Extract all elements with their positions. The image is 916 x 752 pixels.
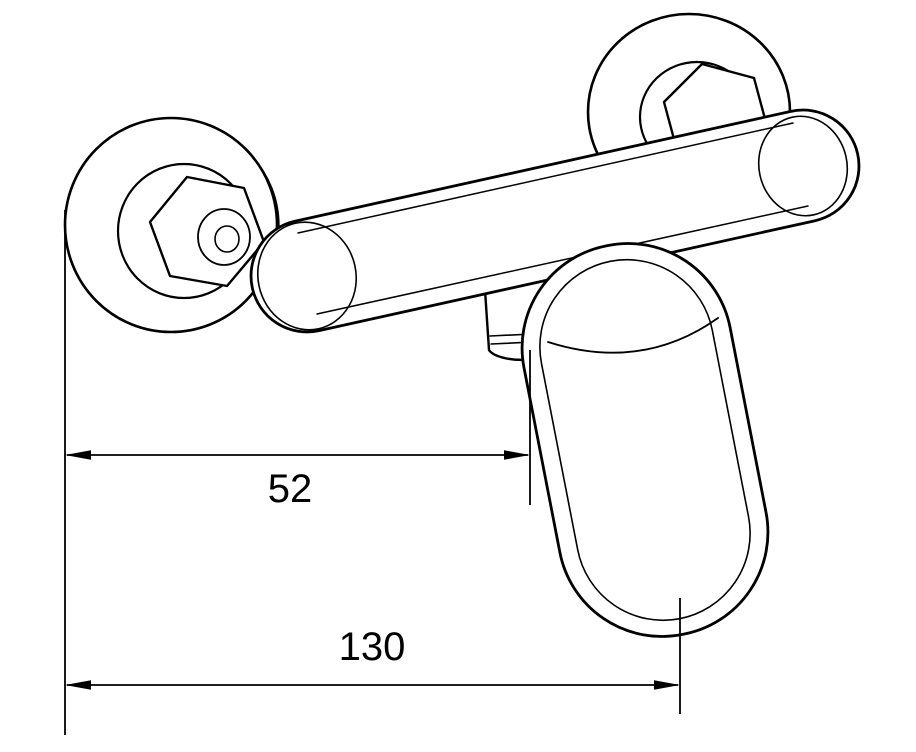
body-bottom-contour-line: [316, 205, 809, 315]
lever-handle-group: [520, 242, 770, 638]
handle-collar-arc: [547, 317, 719, 354]
faucet-illustration: [63, 12, 861, 638]
body-top-contour-line: [297, 122, 794, 234]
lever-handle-outline: [520, 242, 770, 638]
arrowhead-130-right: [654, 680, 680, 690]
dimension-annotations: 52 130: [64, 210, 681, 735]
arrowhead-130-left: [65, 680, 91, 690]
arrowhead-52-left: [65, 450, 91, 460]
dimension-label-130: 130: [339, 625, 406, 669]
body-left-endcap-face: [256, 221, 358, 331]
body-right-endcap-face: [757, 115, 849, 217]
left-nut-stem-inner: [214, 225, 240, 253]
dimension-label-52: 52: [268, 467, 313, 511]
arrowhead-52-right: [504, 450, 530, 460]
